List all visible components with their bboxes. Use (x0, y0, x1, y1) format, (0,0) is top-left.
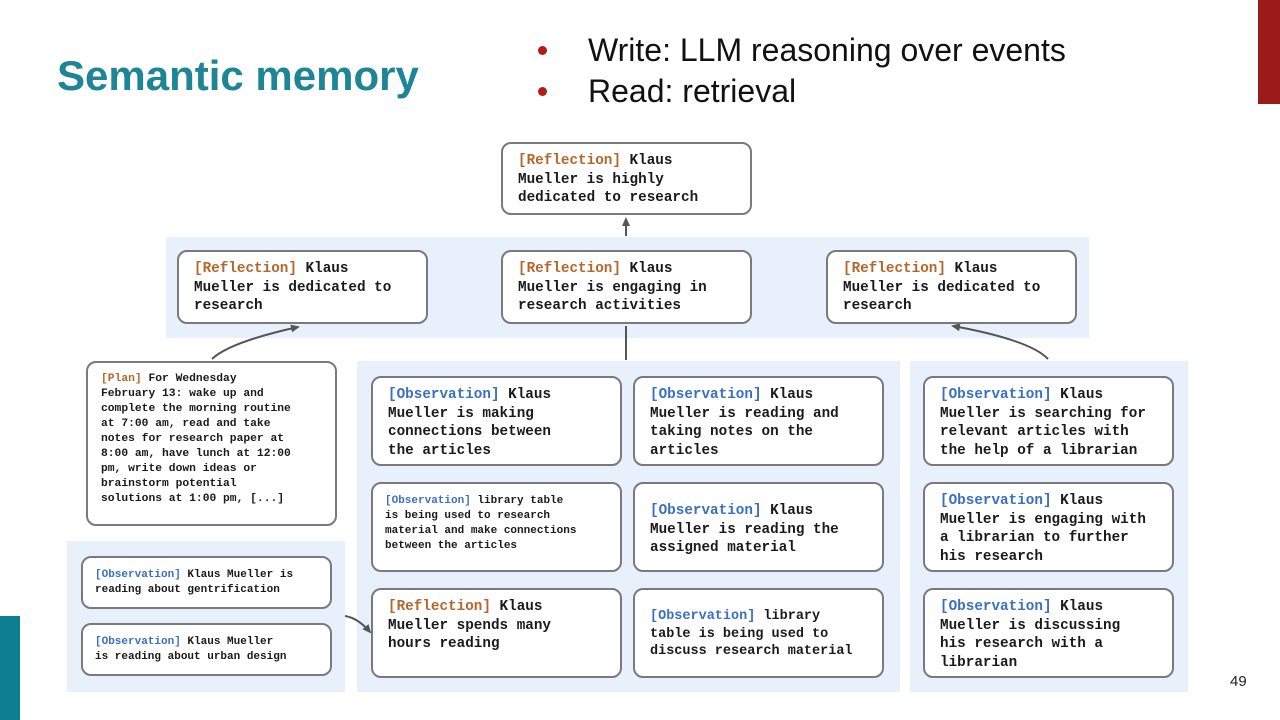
accent-bar-top-right (1258, 0, 1280, 104)
plan-node: [Plan] For Wednesday February 13: wake u… (86, 361, 337, 526)
accent-bar-bottom-left (0, 616, 20, 720)
bullet-list: Write: LLM reasoning over events Read: r… (538, 30, 1066, 112)
arrow-right-to-mid-right (951, 323, 1049, 360)
observation-node-urban-design: [Observation] Klaus Mueller is reading a… (81, 623, 332, 676)
bullet-dot-icon (538, 87, 547, 96)
reflection-node-top: [Reflection] Klaus Mueller is highly ded… (501, 142, 752, 215)
reflection-node-center: [Reflection] Klaus Mueller is engaging i… (501, 250, 752, 324)
observation-node-searching-articles: [Observation] Klaus Mueller is searching… (923, 376, 1174, 466)
slide-title: Semantic memory (57, 52, 419, 99)
observation-node-connections: [Observation] Klaus Mueller is making co… (371, 376, 622, 466)
arrow-left-to-reflection (344, 615, 372, 634)
observation-node-engaging-librarian: [Observation] Klaus Mueller is engaging … (923, 482, 1174, 572)
bullet-dot-icon (538, 46, 547, 55)
bullet-item: Write: LLM reasoning over events (538, 30, 1066, 71)
bullet-item: Read: retrieval (538, 71, 1066, 112)
arrow-plan-to-mid-left (211, 324, 300, 360)
observation-node-library-table-research: [Observation] library table is being use… (371, 482, 622, 572)
page-number: 49 (1230, 673, 1247, 690)
reflection-node-right: [Reflection] Klaus Mueller is dedicated … (826, 250, 1077, 324)
observation-node-discussing-research: [Observation] Klaus Mueller is discussin… (923, 588, 1174, 678)
reflection-node-left: [Reflection] Klaus Mueller is dedicated … (177, 250, 428, 324)
observation-node-gentrification: [Observation] Klaus Mueller is reading a… (81, 556, 332, 609)
observation-node-library-table-discuss: [Observation] library table is being use… (633, 588, 884, 678)
observation-node-assigned-material: [Observation] Klaus Mueller is reading t… (633, 482, 884, 572)
observation-node-taking-notes: [Observation] Klaus Mueller is reading a… (633, 376, 884, 466)
reflection-node-hours-reading: [Reflection] Klaus Mueller spends many h… (371, 588, 622, 678)
